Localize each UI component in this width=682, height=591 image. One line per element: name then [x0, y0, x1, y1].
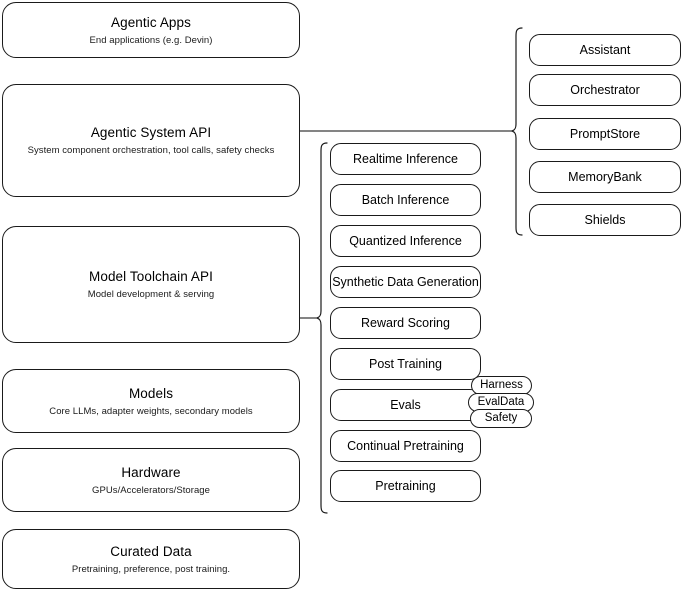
layer-subtitle: GPUs/Accelerators/Storage	[92, 484, 210, 496]
component-label: Realtime Inference	[353, 151, 458, 166]
component-chip-post-training[interactable]: Post Training	[330, 348, 481, 380]
component-chip-realtime-inference[interactable]: Realtime Inference	[330, 143, 481, 175]
component-chip-synthetic-data-generation[interactable]: Synthetic Data Generation	[330, 266, 481, 298]
component-label: Pretraining	[375, 478, 436, 493]
layer-title: Curated Data	[110, 543, 192, 559]
layer-subtitle: Model development & serving	[87, 289, 215, 300]
component-label: MemoryBank	[568, 169, 642, 184]
component-label: PromptStore	[569, 126, 641, 141]
evals-tag-safety[interactable]: Safety	[470, 409, 532, 428]
component-chip-assistant[interactable]: Assistant	[529, 34, 681, 66]
component-chip-quantized-inference[interactable]: Quantized Inference	[330, 225, 481, 257]
component-chip-pretraining[interactable]: Pretraining	[330, 470, 481, 502]
component-chip-memorybank[interactable]: MemoryBank	[529, 161, 681, 193]
component-chip-promptstore[interactable]: PromptStore	[529, 118, 681, 150]
layer-card-agentic-system-api[interactable]: Agentic System API System component orch…	[2, 84, 300, 197]
component-label: Synthetic Data Generation	[332, 274, 479, 289]
component-label: Quantized Inference	[349, 233, 462, 248]
right-brace	[511, 27, 523, 236]
component-chip-continual-pretraining[interactable]: Continual Pretraining	[330, 430, 481, 462]
component-label: Reward Scoring	[361, 315, 450, 330]
layer-card-models[interactable]: Models Core LLMs, adapter weights, secon…	[2, 369, 300, 433]
component-chip-orchestrator[interactable]: Orchestrator	[529, 74, 681, 106]
layer-card-curated-data[interactable]: Curated Data Pretraining, preference, po…	[2, 529, 300, 589]
layer-subtitle: System component orchestration, tool cal…	[27, 145, 275, 156]
component-chip-batch-inference[interactable]: Batch Inference	[330, 184, 481, 216]
layer-title: Hardware	[121, 464, 181, 480]
component-label: Continual Pretraining	[347, 438, 464, 453]
layer-title: Model Toolchain API	[89, 269, 213, 284]
component-chip-evals[interactable]: Evals	[330, 389, 481, 421]
layer-subtitle: End applications (e.g. Devin)	[89, 34, 213, 46]
component-chip-shields[interactable]: Shields	[529, 204, 681, 236]
component-label: Batch Inference	[361, 192, 450, 207]
component-chip-reward-scoring[interactable]: Reward Scoring	[330, 307, 481, 339]
layer-title: Agentic Apps	[110, 14, 191, 30]
middle-brace	[316, 142, 328, 514]
evals-tag-label: Harness	[480, 379, 523, 391]
component-label: Shields	[584, 212, 626, 227]
layer-title: Models	[128, 385, 174, 401]
layer-card-hardware[interactable]: Hardware GPUs/Accelerators/Storage	[2, 448, 300, 512]
component-label: Evals	[390, 397, 421, 412]
layer-card-agentic-apps[interactable]: Agentic Apps End applications (e.g. Devi…	[2, 2, 300, 58]
evals-tag-label: Safety	[484, 412, 518, 424]
component-label: Orchestrator	[570, 82, 640, 97]
evals-tag-label: EvalData	[477, 396, 525, 408]
layer-card-model-toolchain-api[interactable]: Model Toolchain API Model development & …	[2, 226, 300, 343]
layer-subtitle: Pretraining, preference, post training.	[71, 563, 231, 575]
component-label: Post Training	[369, 356, 442, 371]
layer-title: Agentic System API	[90, 125, 212, 140]
component-label: Assistant	[579, 42, 631, 57]
layer-subtitle: Core LLMs, adapter weights, secondary mo…	[49, 405, 253, 417]
